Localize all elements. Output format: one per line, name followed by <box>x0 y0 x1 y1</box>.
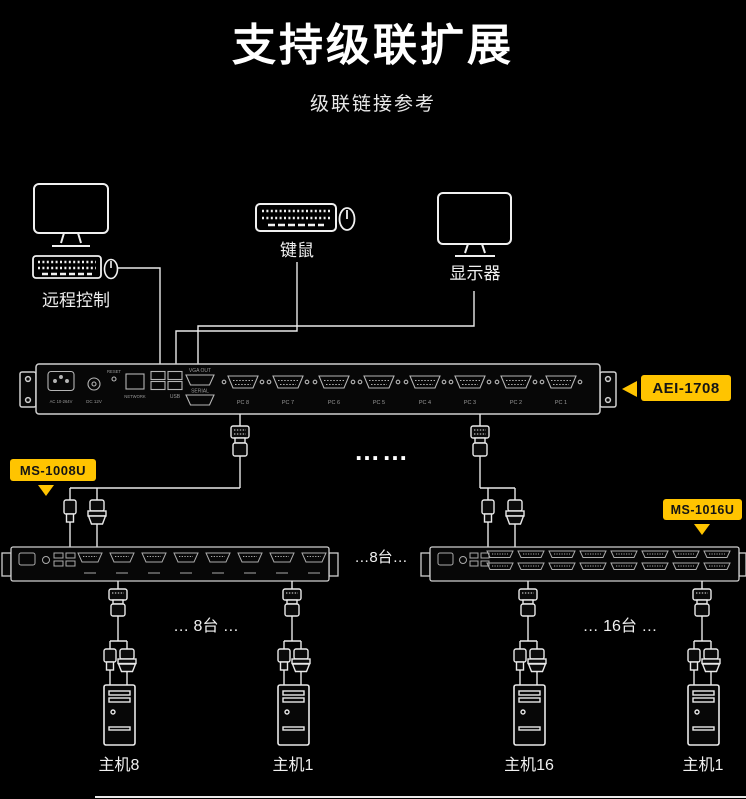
right-group-count: … 16台 … <box>582 618 658 635</box>
serial-label: SERIAL <box>191 389 209 395</box>
cascade-switch-left-connectors <box>18 552 327 574</box>
main-switch-connectors <box>47 370 583 406</box>
between-switches-count: …8台… <box>354 549 408 566</box>
host-label-left-8: 主机8 <box>98 757 140 774</box>
port-label-pc7: PC 7 <box>282 400 294 406</box>
port-label-pc8: PC 8 <box>237 400 249 406</box>
host-label-right-16: 主机16 <box>504 757 554 774</box>
main-switch-labels: AC 10-264V DC 12V RESET NETWORK USB VGA … <box>50 368 568 406</box>
host-drops <box>103 580 721 746</box>
monitor-label: 显示器 <box>449 264 501 283</box>
dc-label: DC 12V <box>86 399 102 404</box>
host-label-right-1: 主机1 <box>682 757 724 774</box>
cascade-switch-left <box>1 546 339 582</box>
remote-control-label: 远程控制 <box>42 291 110 310</box>
vga-out-label: VGA OUT <box>189 368 211 374</box>
remote-monitor-icon <box>33 183 109 247</box>
port-label-pc6: PC 6 <box>328 400 340 406</box>
remote-mouse-icon <box>103 258 119 280</box>
network-label: NETWORK <box>124 394 146 399</box>
port-label-pc2: PC 2 <box>510 400 522 406</box>
trunk-ellipsis-text: …… <box>354 436 410 466</box>
reset-label: RESET <box>107 369 121 374</box>
port-label-pc4: PC 4 <box>419 400 431 406</box>
usb-label: USB <box>170 394 181 400</box>
arrow-down-left-icon <box>38 485 54 496</box>
arrow-down-right-icon <box>694 524 710 535</box>
arrow-left-icon <box>622 381 637 397</box>
cascade-switch-right <box>420 546 746 582</box>
local-mouse-icon <box>338 207 356 231</box>
trunk-cables <box>63 413 525 548</box>
keyboard-mouse-label: 键鼠 <box>280 241 314 260</box>
badge-ms-1016u: MS-1016U <box>663 499 742 520</box>
ac-label: AC 10-264V <box>50 399 73 404</box>
bottom-divider <box>95 796 746 798</box>
remote-keyboard-icon <box>32 255 102 279</box>
port-label-pc3: PC 3 <box>464 400 476 406</box>
local-keyboard-icon <box>255 203 337 232</box>
display-monitor-icon <box>437 192 512 257</box>
peripheral-cables <box>118 262 475 364</box>
page-title: 支持级联扩展 <box>232 21 514 70</box>
port-label-pc1: PC 1 <box>555 400 567 406</box>
badge-aei-1708: AEI-1708 <box>641 375 731 401</box>
page-subtitle: 级联链接参考 <box>309 94 436 115</box>
badge-ms-1008u: MS-1008U <box>10 459 96 481</box>
cascade-switch-right-connectors <box>437 550 731 570</box>
left-group-count: … 8台 … <box>173 618 239 635</box>
host-label-left-1: 主机1 <box>272 757 314 774</box>
port-label-pc5: PC 5 <box>373 400 385 406</box>
